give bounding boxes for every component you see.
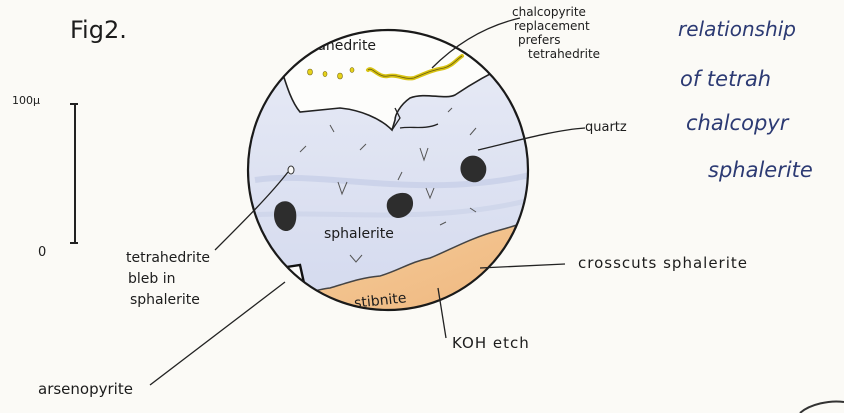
chalcopyrite-dot bbox=[350, 68, 354, 73]
scale-bar-top-label: 100µ bbox=[12, 94, 40, 107]
sphalerite-label: sphalerite bbox=[324, 226, 394, 242]
figure-title: relationship of tetrah chalcopyr sphaler… bbox=[678, 17, 813, 182]
quartz-label: quartz bbox=[585, 120, 627, 135]
chalcopyrite-dot bbox=[323, 71, 327, 76]
chalcopyrite-note-line-2: replacement bbox=[514, 19, 590, 33]
bleb-note-line-3: sphalerite bbox=[130, 292, 200, 308]
chalcopyrite-dot bbox=[338, 73, 343, 79]
title-line-4: sphalerite bbox=[708, 158, 813, 182]
title-line-1: relationship bbox=[678, 17, 796, 41]
title-line-3: chalcopyr bbox=[686, 111, 790, 135]
quartz-grain bbox=[227, 151, 250, 174]
bleb-note-line-2: bleb in bbox=[128, 271, 176, 287]
chalcopyrite-note: chalcopyrite replacement prefers tetrahe… bbox=[512, 5, 600, 61]
microscope-field: tetrahedrite sphalerite stibnite bbox=[227, 20, 540, 330]
tetrahedrite-bleb bbox=[288, 166, 294, 174]
bleb-note-line-1: tetrahedrite bbox=[126, 250, 210, 266]
crosscuts-label: crosscuts sphalerite bbox=[578, 254, 748, 272]
cropped-edge-mark bbox=[800, 401, 844, 413]
scale-bar: 100µ 0 bbox=[12, 94, 78, 260]
figure-label: Fig2. bbox=[70, 16, 127, 44]
arsenopyrite-label: arsenopyrite bbox=[38, 380, 133, 398]
koh-etch-label: KOH etch bbox=[452, 334, 530, 352]
chalcopyrite-note-line-1: chalcopyrite bbox=[512, 5, 586, 19]
scale-bar-bottom-label: 0 bbox=[38, 245, 46, 260]
chalcopyrite-note-line-3: prefers bbox=[518, 33, 560, 47]
title-line-2: of tetrah bbox=[680, 67, 771, 91]
chalcopyrite-dot bbox=[308, 69, 313, 75]
chalcopyrite-note-line-4: tetrahedrite bbox=[528, 47, 600, 61]
tetrahedrite-bleb-note: tetrahedrite bleb in sphalerite bbox=[126, 250, 210, 308]
crosscuts-leader bbox=[480, 264, 565, 268]
